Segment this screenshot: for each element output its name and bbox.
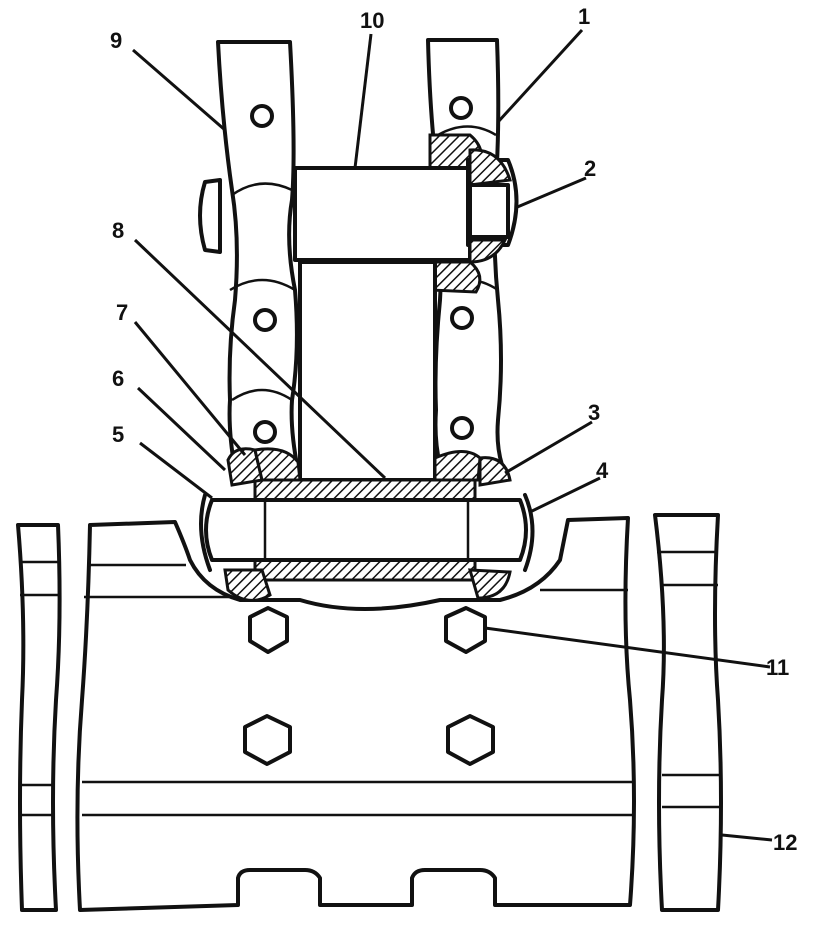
label-9: 9 [110,28,122,53]
left-chain-link [198,40,300,472]
lower-pin-assembly [199,447,535,602]
label-7: 7 [116,300,128,325]
leader-2 [514,176,587,210]
vertical-post [298,260,437,482]
leader-5 [139,441,213,500]
leader-10 [353,33,373,169]
chain-pin-hole [250,104,274,128]
leader-9 [132,48,226,132]
label-3: 3 [588,400,600,425]
upper-cross-pin [293,148,519,264]
leader-11 [484,626,771,669]
label-5: 5 [112,422,124,447]
bolt-head-lower-right [446,714,495,766]
label-1: 1 [578,4,590,29]
track-shoe-base [16,513,723,912]
label-4: 4 [596,458,609,483]
label-8: 8 [112,218,124,243]
label-6: 6 [112,366,124,391]
cross-pin-body [293,166,472,262]
chain-pin-hole [253,308,277,332]
bolt-head-upper-right [444,606,487,654]
bolt-head-upper-left [248,606,289,654]
bolt-heads [243,606,495,766]
label-11: 11 [766,655,789,680]
leader-3 [504,420,593,475]
bolt-head-lower-left [243,714,292,766]
leader-lines [132,28,773,842]
main-pin [204,498,528,562]
chain-pin-hole [449,96,473,120]
chain-pin-hole [450,306,474,330]
leader-1 [496,28,584,124]
part-labels: 1 2 3 4 5 6 7 8 9 10 11 12 [110,4,797,855]
chain-pin-hole [253,420,277,444]
leader-7 [133,321,247,456]
leader-4 [529,476,601,514]
label-2: 2 [584,156,596,181]
chain-pin-hole [450,416,474,440]
leader-12 [721,833,773,842]
label-10: 10 [360,8,384,33]
leader-6 [136,386,227,472]
label-12: 12 [773,830,797,855]
leader-8 [133,238,387,480]
